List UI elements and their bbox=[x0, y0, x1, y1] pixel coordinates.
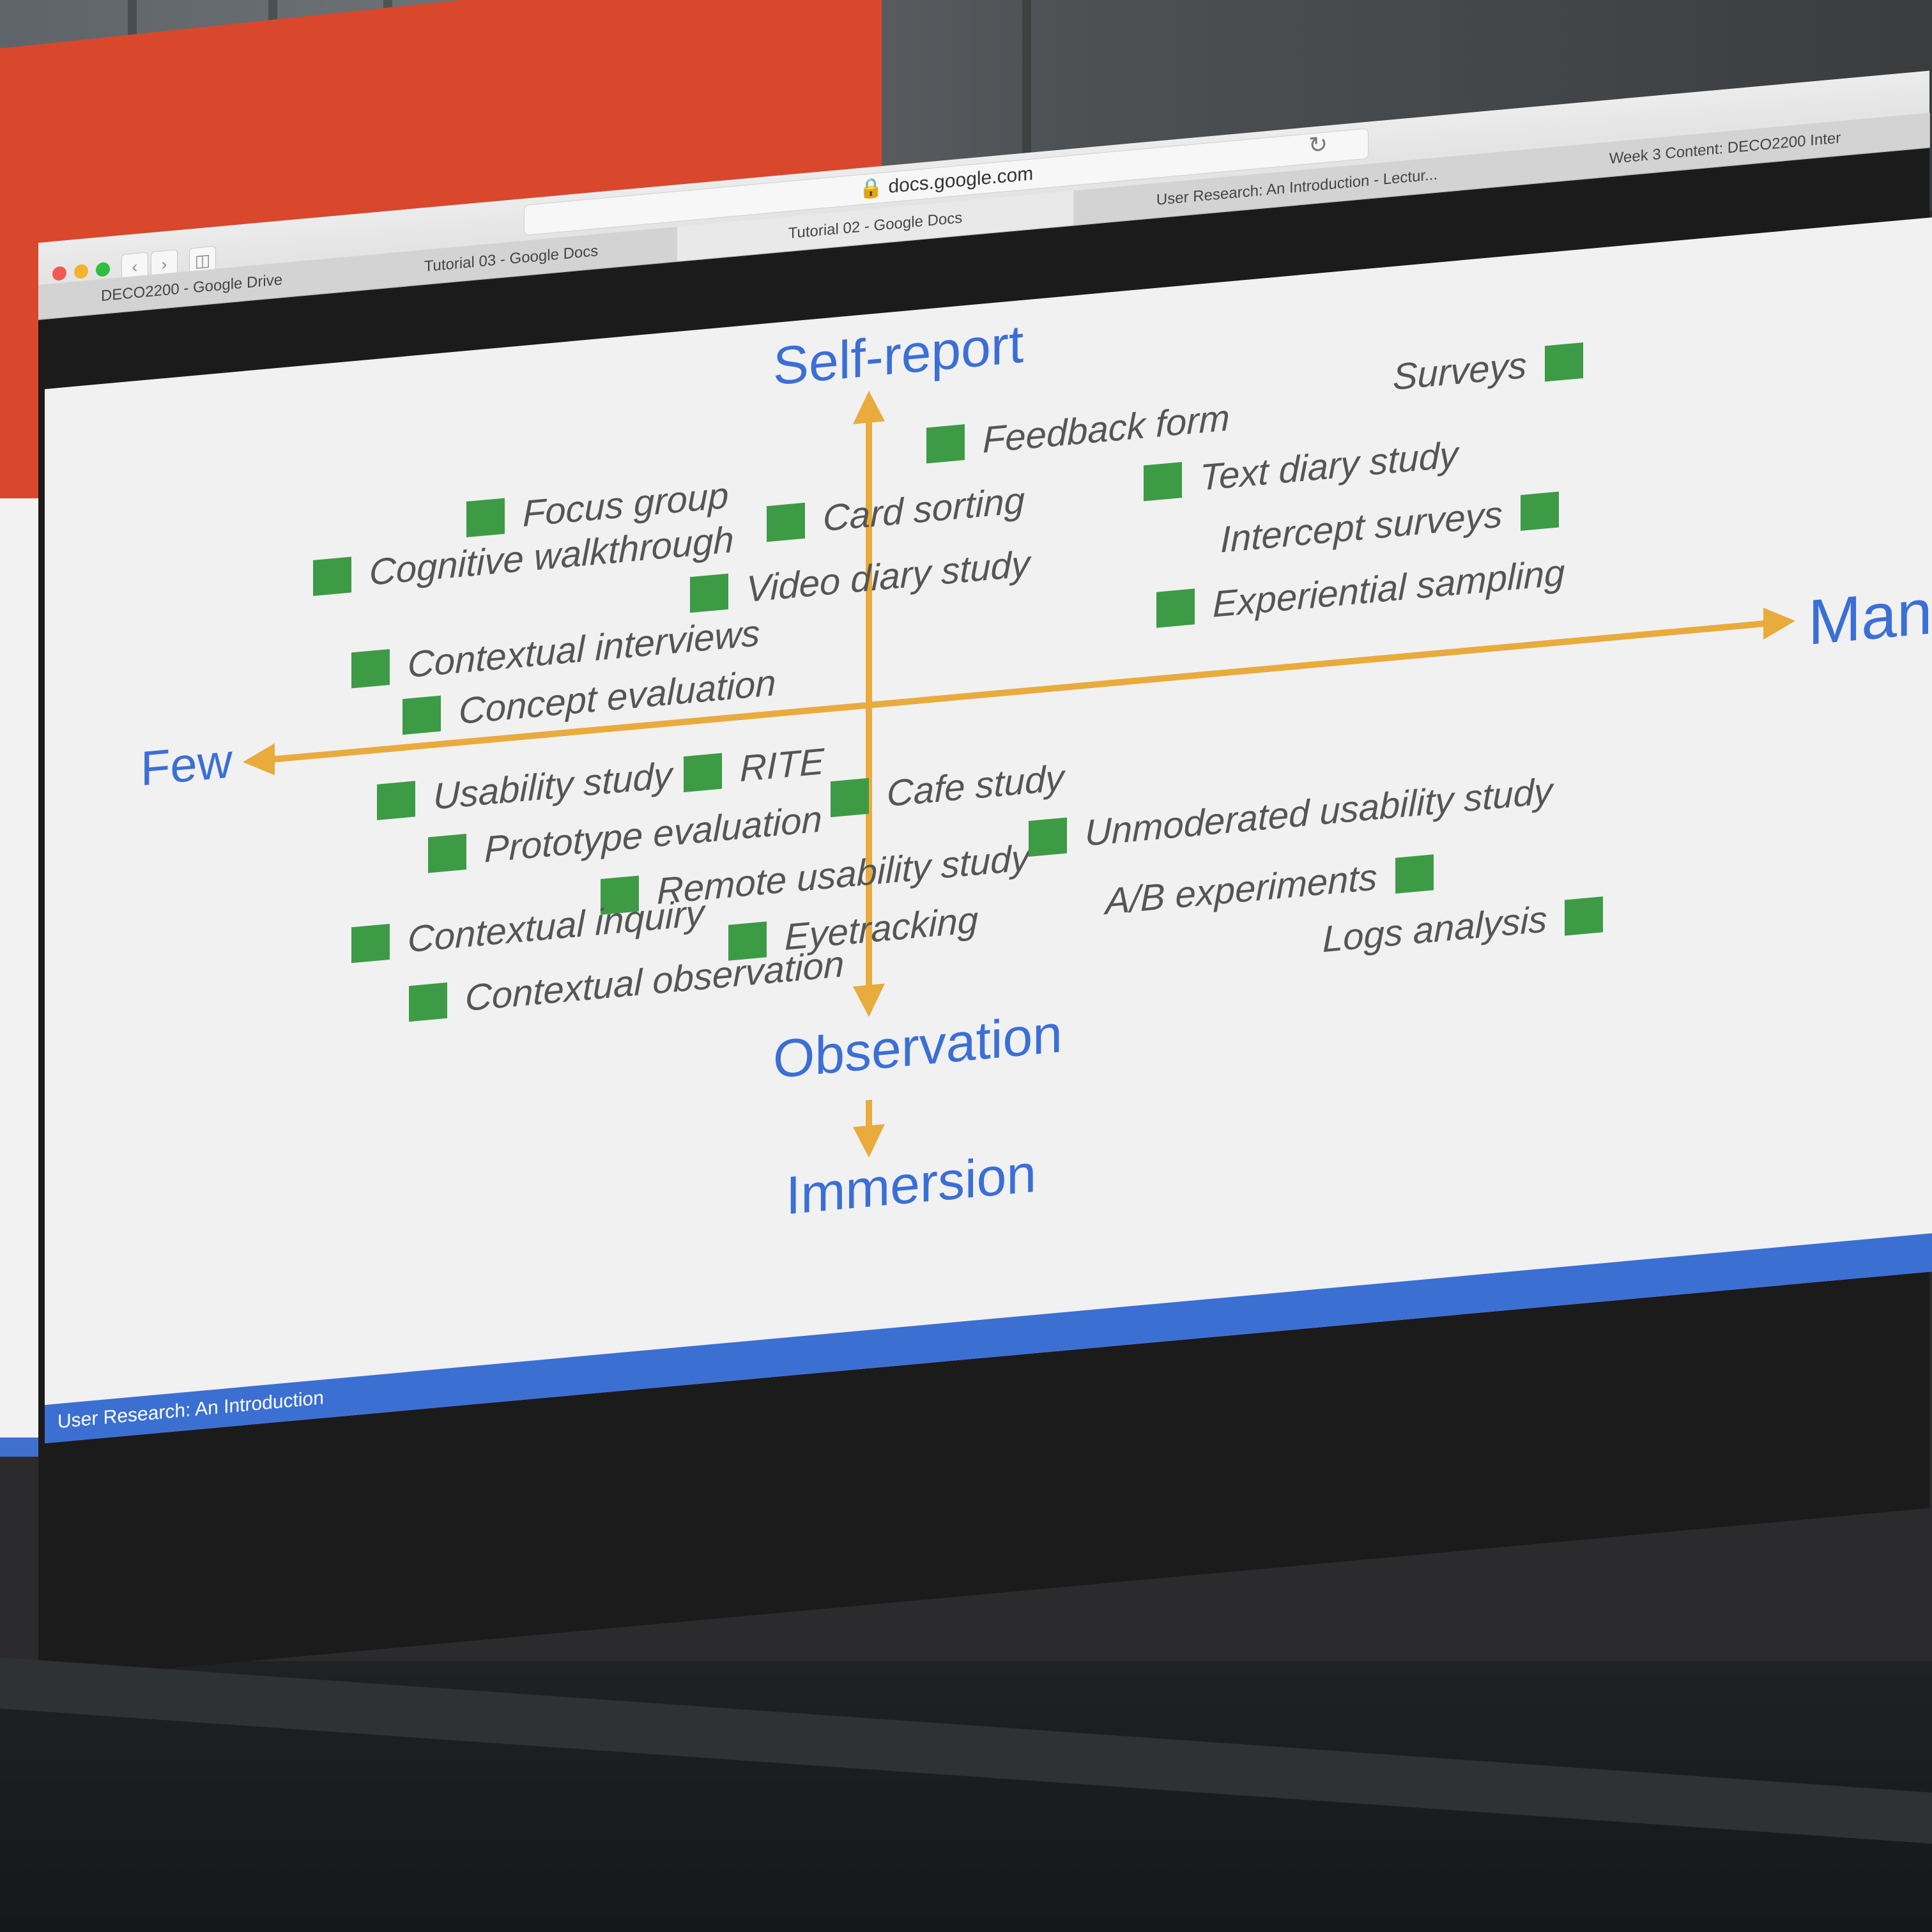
method-marker bbox=[1520, 491, 1559, 531]
tab-week3-content[interactable]: Week 3 Content: DECO2200 Inter bbox=[1521, 112, 1930, 185]
method-marker bbox=[690, 573, 728, 613]
method-marker bbox=[1544, 342, 1583, 381]
horizontal-axis bbox=[243, 608, 1795, 776]
slide: Self-report Few Man Observation Immersio… bbox=[45, 217, 1932, 1444]
lock-icon: 🔒 bbox=[859, 176, 884, 201]
browser-window: ‹ › ◫ 🔒 docs.google.com ↻ DECO2200 - Goo… bbox=[38, 70, 1932, 1680]
method-marker bbox=[466, 498, 505, 537]
zoom-window-icon[interactable] bbox=[96, 261, 110, 277]
quadrant-axes bbox=[243, 390, 1795, 1158]
method-marker bbox=[1144, 461, 1182, 502]
axis-label-many: Man bbox=[1808, 576, 1932, 659]
method-marker bbox=[767, 502, 805, 542]
method-marker bbox=[1395, 854, 1434, 894]
address-text: docs.google.com bbox=[888, 163, 1034, 197]
reload-icon[interactable]: ↻ bbox=[1308, 130, 1328, 159]
axis-label-few: Few bbox=[141, 733, 233, 797]
method-marker bbox=[351, 923, 390, 963]
method-marker bbox=[1565, 896, 1604, 936]
minimize-window-icon[interactable] bbox=[74, 263, 88, 279]
method-marker bbox=[377, 780, 415, 820]
method-marker bbox=[313, 556, 351, 596]
method-marker bbox=[351, 648, 390, 688]
method-marker bbox=[409, 982, 447, 1022]
method-marker bbox=[684, 753, 722, 792]
method-marker bbox=[402, 695, 441, 735]
method-marker bbox=[926, 424, 965, 464]
method-marker bbox=[831, 778, 869, 817]
tab-tutorial-03[interactable]: Tutorial 03 - Google Docs bbox=[345, 226, 678, 292]
method-marker bbox=[1029, 816, 1067, 857]
close-window-icon[interactable] bbox=[52, 265, 66, 281]
method-marker bbox=[1156, 588, 1195, 628]
method-marker bbox=[428, 833, 466, 873]
